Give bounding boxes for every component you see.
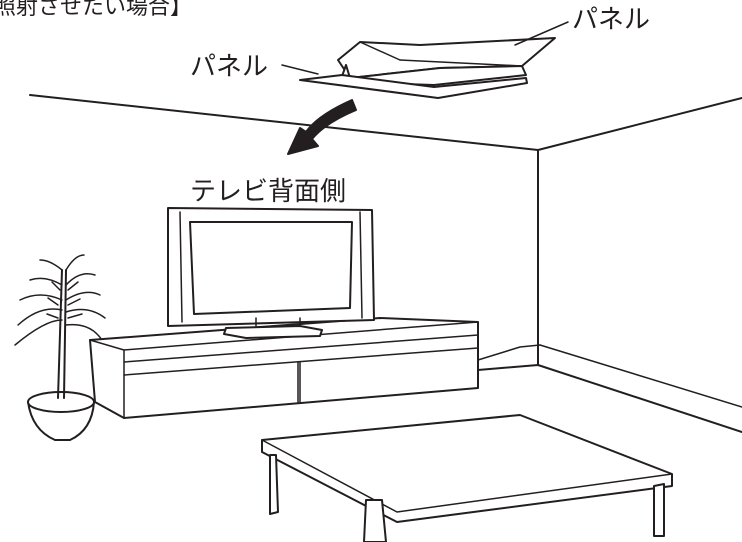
tv-cabinet xyxy=(89,317,479,419)
television xyxy=(167,207,375,339)
panel-left-leader xyxy=(281,64,319,75)
panel-right-label: パネル xyxy=(572,5,650,35)
ceiling-panel xyxy=(299,37,556,99)
room-walls xyxy=(29,94,742,433)
tv-back-label: テレビ背面側 xyxy=(190,177,346,207)
plant xyxy=(14,254,106,441)
panel-right-leader xyxy=(514,21,569,46)
table xyxy=(261,414,673,542)
direction-arrow xyxy=(287,99,357,155)
heading-text: 照射させたい場合】 xyxy=(0,0,192,20)
panel-left-label: パネル xyxy=(190,52,268,82)
